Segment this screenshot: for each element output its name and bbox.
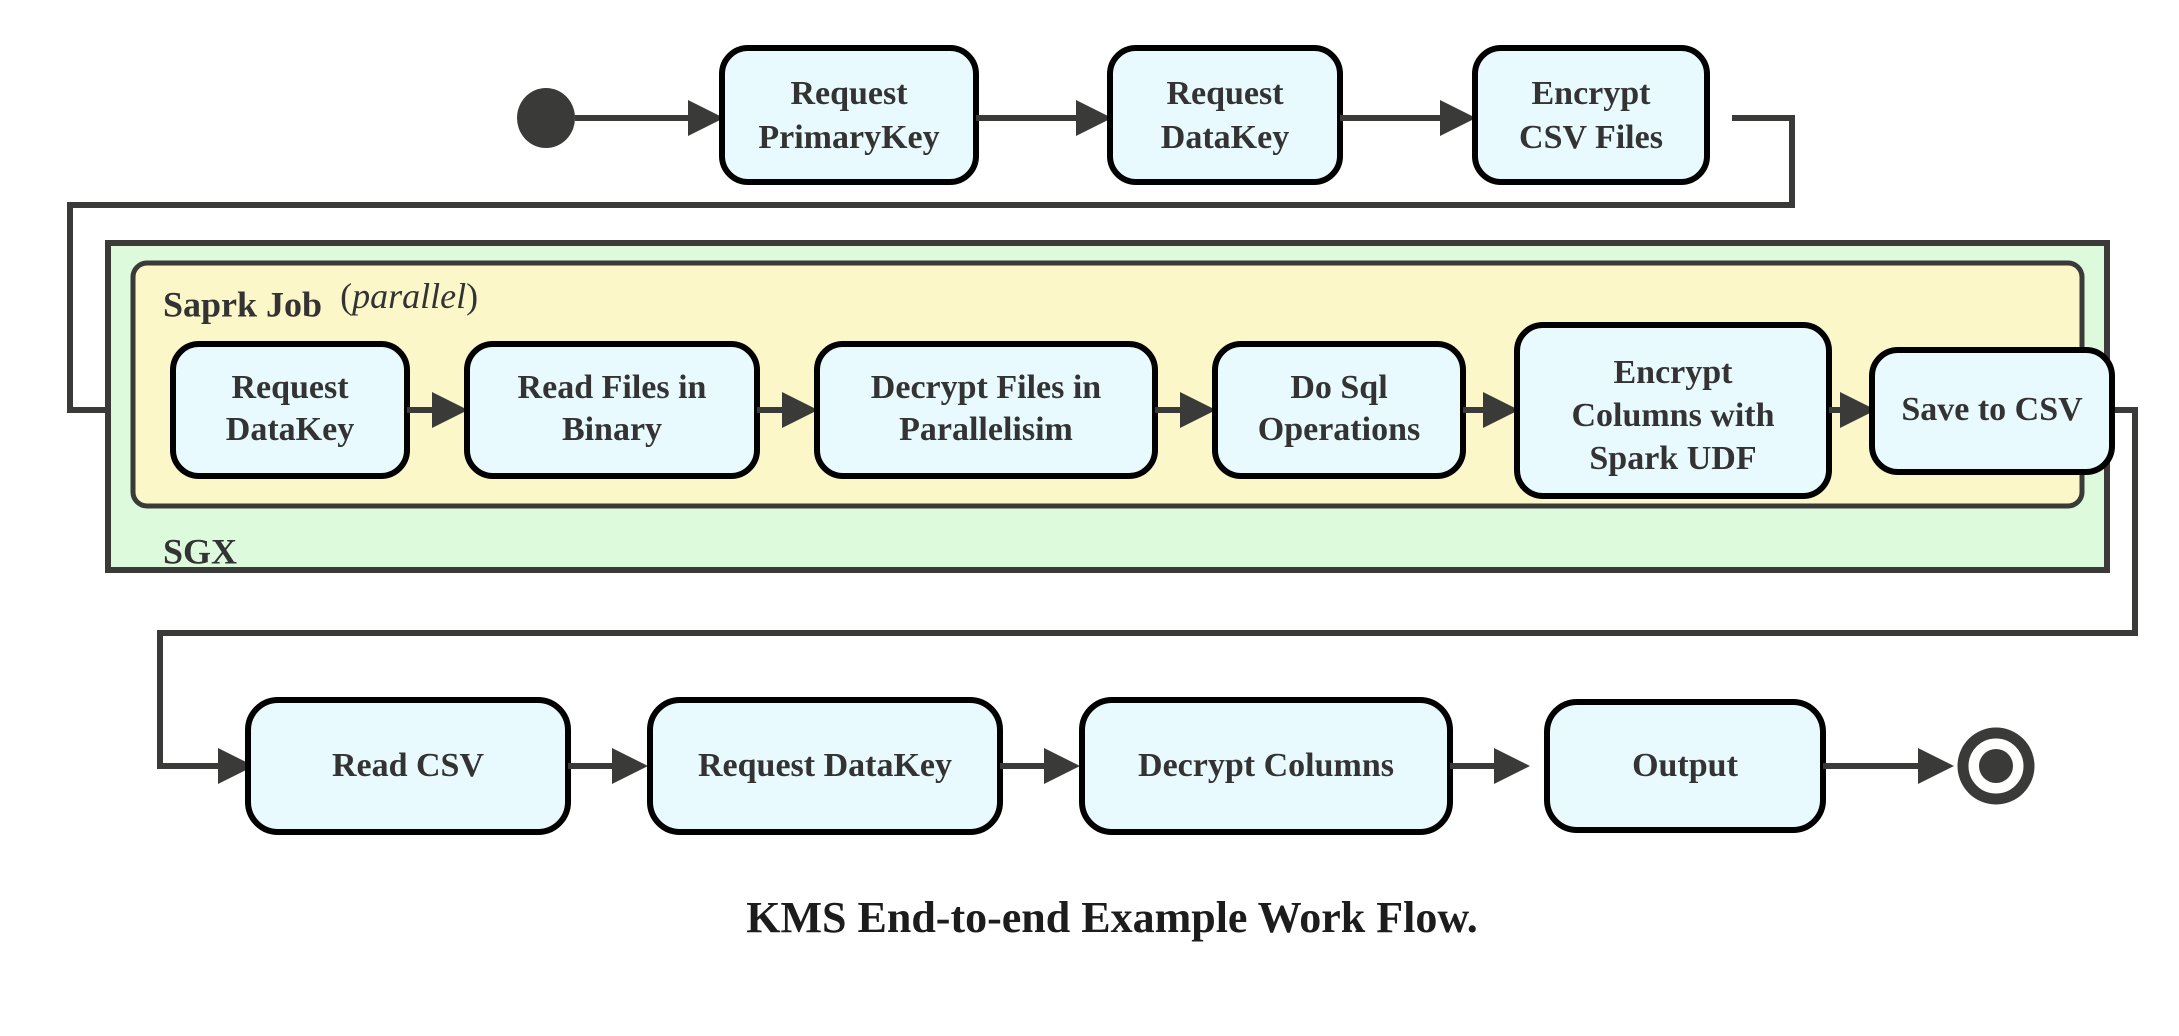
arrowhead-into-decrypt-files (782, 392, 818, 428)
spark-job-label-paren-close: ) (466, 276, 478, 316)
arrowhead-into-read-files-in-binary (432, 392, 468, 428)
arrowhead-into-output (1494, 748, 1530, 784)
node-request-primarykey-line-0: Request (790, 75, 908, 112)
node-encrypt-columns-line-0: Encrypt (1614, 354, 1734, 391)
node-encrypt-columns-line-1: Columns with (1571, 397, 1774, 434)
node-decrypt-files-line-1: Parallelisim (899, 411, 1073, 448)
arrowhead-into-read-csv (218, 748, 254, 784)
arrowhead-into-encrypt-csv-files (1440, 100, 1476, 136)
node-encrypt-csv-files[interactable] (1472, 45, 1710, 185)
node-request-primarykey-line-1: PrimaryKey (758, 119, 939, 156)
arrowhead-into-request-datakey-bottom (612, 748, 648, 784)
arrowhead-into-decrypt-columns (1044, 748, 1080, 784)
final-node-ring (1957, 727, 2035, 805)
node-request-datakey-top[interactable] (1107, 45, 1343, 185)
node-decrypt-columns-line-0: Decrypt Columns (1138, 747, 1394, 784)
node-read-csv-line-0: Read CSV (332, 747, 485, 784)
node-request-datakey-bottom-line-0: Request DataKey (698, 747, 952, 784)
spark-job-label-italic: parallel (349, 276, 466, 316)
node-request-datakey-top-line-1: DataKey (1161, 119, 1289, 156)
arrowhead-into-request-datakey-top (1076, 100, 1112, 136)
arrowhead-into-final-node (1918, 748, 1954, 784)
node-do-sql-operations-line-0: Do Sql (1290, 369, 1387, 406)
node-encrypt-csv-files-line-1: CSV Files (1519, 119, 1663, 156)
node-request-datakey-spark-line-1: DataKey (226, 411, 354, 448)
node-request-datakey-spark-line-0: Request (231, 369, 349, 406)
node-encrypt-columns-line-2: Spark UDF (1589, 440, 1756, 477)
node-encrypt-csv-files-line-0: Encrypt (1532, 75, 1652, 112)
node-do-sql-operations-line-1: Operations (1258, 411, 1420, 448)
arrowhead-into-do-sql-operations (1180, 392, 1216, 428)
node-request-datakey-top-line-0: Request (1166, 75, 1284, 112)
node-decrypt-files-line-0: Decrypt Files in (871, 369, 1101, 406)
spark-job-label-bold: Saprk Job (163, 284, 322, 324)
spark-job-label-paren-open: ( (340, 276, 352, 316)
node-request-primarykey[interactable] (719, 45, 979, 185)
arrowhead-into-encrypt-columns (1483, 392, 1519, 428)
edge-encrypt-csv-to-spark-datakey (67, 115, 1795, 413)
arrowhead-into-request-primarykey (688, 100, 724, 136)
sgx-container-label: SGX (163, 531, 237, 571)
final-node-dot (1979, 749, 2013, 783)
node-output-line-0: Output (1632, 747, 1738, 784)
spark-job-container-label: Saprk Job (parallel) (163, 276, 478, 324)
arrowhead-into-save-to-csv (1840, 392, 1876, 428)
diagram-caption: KMS End-to-end Example Work Flow. (746, 893, 1477, 942)
node-read-files-in-binary-line-1: Binary (562, 411, 662, 448)
node-save-to-csv[interactable] (1869, 347, 2115, 475)
node-save-to-csv-line-0: Save to CSV (1901, 391, 2083, 428)
node-read-files-in-binary-line-0: Read Files in (518, 369, 707, 406)
initial-node (517, 88, 575, 148)
edge-save-csv-to-read-csv (157, 407, 2138, 769)
